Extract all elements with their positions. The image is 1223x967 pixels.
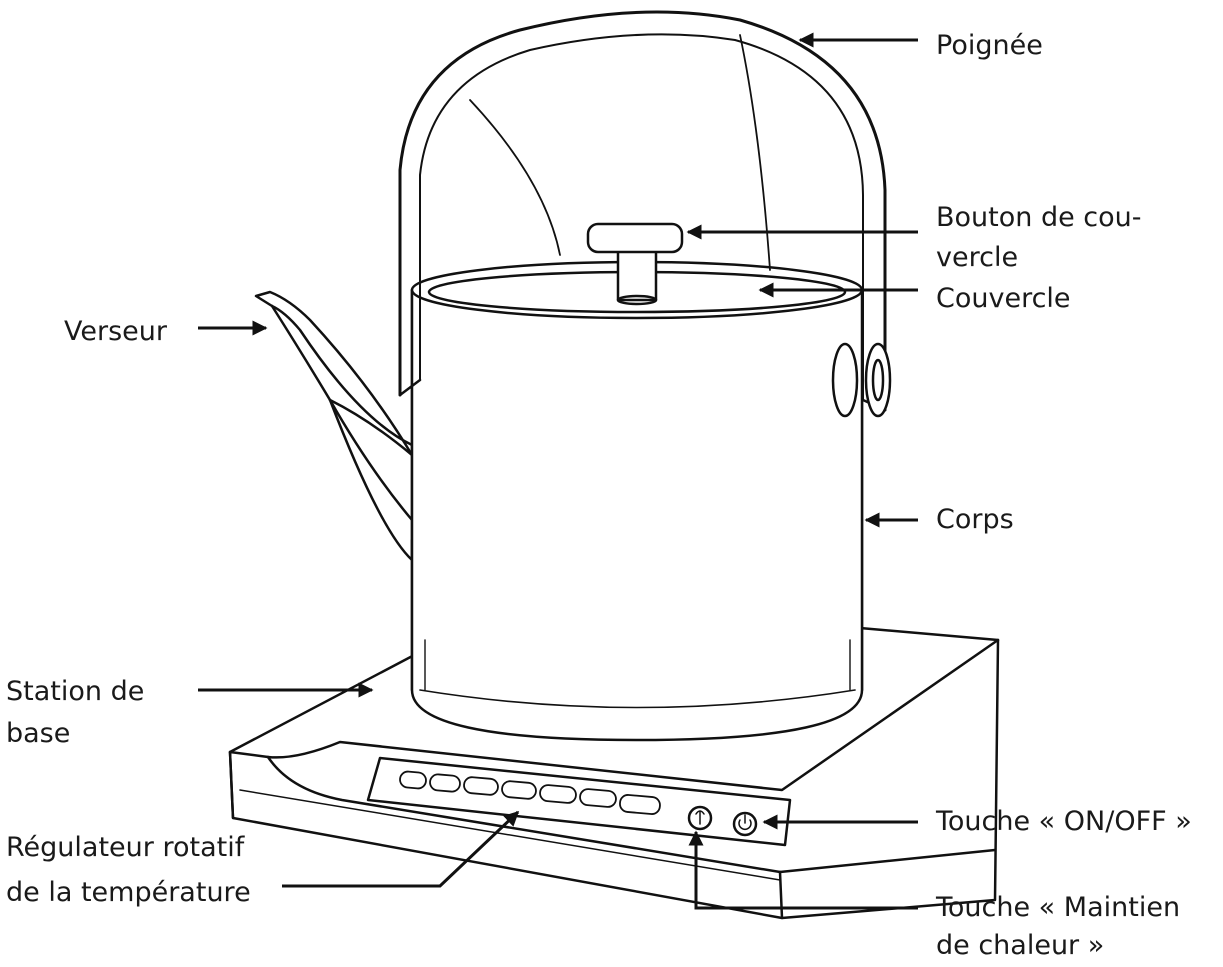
lid-knob xyxy=(586,222,684,306)
label-dial-line2: de la température xyxy=(6,877,251,908)
control-panel xyxy=(366,756,792,847)
label-dial-line1: Régulateur rotatif xyxy=(6,832,245,863)
temperature-buttons xyxy=(399,770,661,815)
label-spout: Verseur xyxy=(64,316,167,347)
label-lid: Couvercle xyxy=(936,283,1071,314)
spout xyxy=(254,290,414,457)
label-base-line1: Station de xyxy=(6,676,145,707)
label-keep-warm-line1: Touche « Maintien xyxy=(936,892,1181,923)
label-lid-knob-line1: Bouton de cou- xyxy=(936,202,1142,233)
power-button xyxy=(732,811,758,837)
label-keep-warm-line2: de chaleur » xyxy=(936,930,1105,961)
keep-warm-button xyxy=(687,805,713,831)
dial-arrow xyxy=(282,810,520,888)
label-base-line2: base xyxy=(6,718,71,749)
label-on-off: Touche « ON/OFF » xyxy=(936,806,1192,837)
label-body: Corps xyxy=(936,504,1014,535)
label-handle: Poignée xyxy=(936,30,1043,61)
handle xyxy=(398,10,892,418)
keep-warm-arrow xyxy=(688,830,918,910)
label-lid-knob-line2: vercle xyxy=(936,242,1019,273)
